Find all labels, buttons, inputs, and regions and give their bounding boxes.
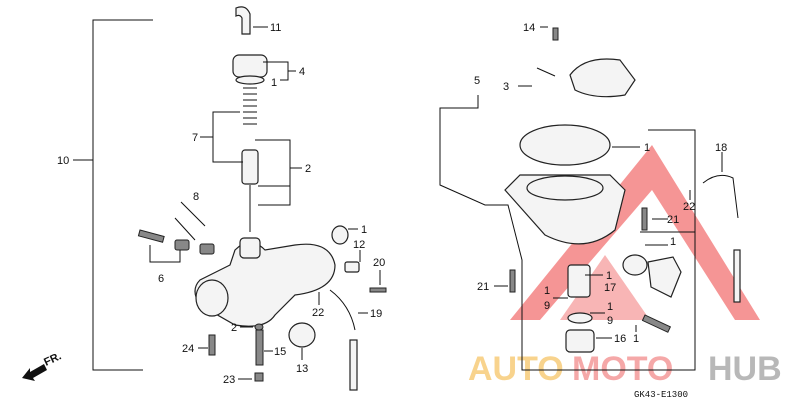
callout-9b: 9 <box>607 315 613 327</box>
callout-18: 18 <box>715 142 727 154</box>
callout-9: 9 <box>544 300 550 312</box>
callout-labels-left: 11 4 1 7 2 10 8 6 1 12 20 22 19 2 24 15 … <box>57 22 385 386</box>
direction-label: FR. <box>42 350 63 368</box>
callout-5: 5 <box>474 75 480 87</box>
leader-lines-left <box>149 26 381 380</box>
callout-7: 7 <box>192 132 198 144</box>
spring-8 <box>199 243 215 255</box>
o-ring-right <box>622 254 648 276</box>
float-chamber-parts <box>439 27 741 371</box>
carburetor-left-parts <box>137 6 387 391</box>
throttle-spring <box>243 87 257 125</box>
callout-19: 19 <box>370 308 382 320</box>
bracket-10 <box>73 19 153 371</box>
callout-1h: 1 <box>633 333 639 345</box>
spring-6 <box>174 239 190 251</box>
body-neck <box>239 237 261 259</box>
clamp-12 <box>344 261 360 273</box>
tube-18 <box>702 174 739 219</box>
jet-23 <box>254 372 264 382</box>
callout-22: 22 <box>312 307 324 319</box>
top-cap <box>232 54 268 78</box>
overflow-tube <box>733 249 741 303</box>
callout-labels-right: 14 3 5 1 18 22 21 1 21 1 17 1 9 1 9 16 1… <box>474 22 727 400</box>
arrow-icon <box>22 364 47 381</box>
callout-1f: 1 <box>544 285 550 297</box>
cover-3 <box>569 58 636 98</box>
figure-code: GK43-E1300 <box>634 390 688 400</box>
callout-11: 11 <box>270 22 281 34</box>
callout-24: 24 <box>182 343 194 355</box>
washer-2 <box>254 323 264 331</box>
o-ring-9 <box>567 312 593 324</box>
callout-1b: 1 <box>361 224 367 236</box>
callout-1e: 1 <box>606 270 612 282</box>
screw-pilot <box>641 314 672 333</box>
front-direction-arrow: FR. <box>22 350 63 381</box>
chamber-bore <box>526 175 604 201</box>
callout-21: 21 <box>667 214 679 226</box>
callout-2: 2 <box>305 163 311 175</box>
callout-4: 4 <box>299 66 305 78</box>
callout-6: 6 <box>158 273 164 285</box>
tube-19 <box>329 289 356 331</box>
callout-8: 8 <box>193 191 199 203</box>
screw-21b <box>509 269 516 293</box>
screw-21 <box>641 207 648 231</box>
callout-2b: 2 <box>231 322 237 334</box>
callout-21b: 21 <box>477 281 489 293</box>
leader-lines-right <box>494 26 723 339</box>
filter-17 <box>567 264 591 298</box>
callout-16: 16 <box>614 333 626 345</box>
callout-23: 23 <box>223 374 235 386</box>
callout-22b: 22 <box>683 201 695 213</box>
float-valve <box>647 256 682 298</box>
callout-1g: 1 <box>607 301 613 313</box>
elbow-fitting <box>235 6 251 35</box>
drain-plug-16 <box>565 329 595 353</box>
o-ring-1 <box>331 225 349 245</box>
callout-1c: 1 <box>644 142 650 154</box>
callout-1d: 1 <box>670 236 676 248</box>
screw-14 <box>552 27 559 41</box>
screw-20 <box>369 287 387 293</box>
intake-bore <box>195 279 229 317</box>
callout-15: 15 <box>274 346 286 358</box>
watermark-auto: AUTO <box>468 350 564 388</box>
watermark-moto: MOTO <box>572 350 673 388</box>
callout-17: 17 <box>604 282 616 294</box>
callout-10: 10 <box>57 155 69 167</box>
main-jet-15 <box>255 329 264 366</box>
screw-6 <box>137 229 165 243</box>
callout-14: 14 <box>523 22 535 34</box>
cap-gasket <box>235 75 265 85</box>
screw-24 <box>208 334 216 356</box>
callout-20: 20 <box>373 257 385 269</box>
float-gasket <box>519 124 611 166</box>
watermark-hub: HUB <box>708 350 782 388</box>
callout-3: 3 <box>503 81 509 93</box>
throttle-valve <box>241 149 259 185</box>
callout-1: 1 <box>271 77 277 89</box>
drain-tube <box>349 339 358 391</box>
callout-13: 13 <box>296 363 308 375</box>
cap-13 <box>288 322 316 348</box>
callout-12: 12 <box>353 239 365 251</box>
